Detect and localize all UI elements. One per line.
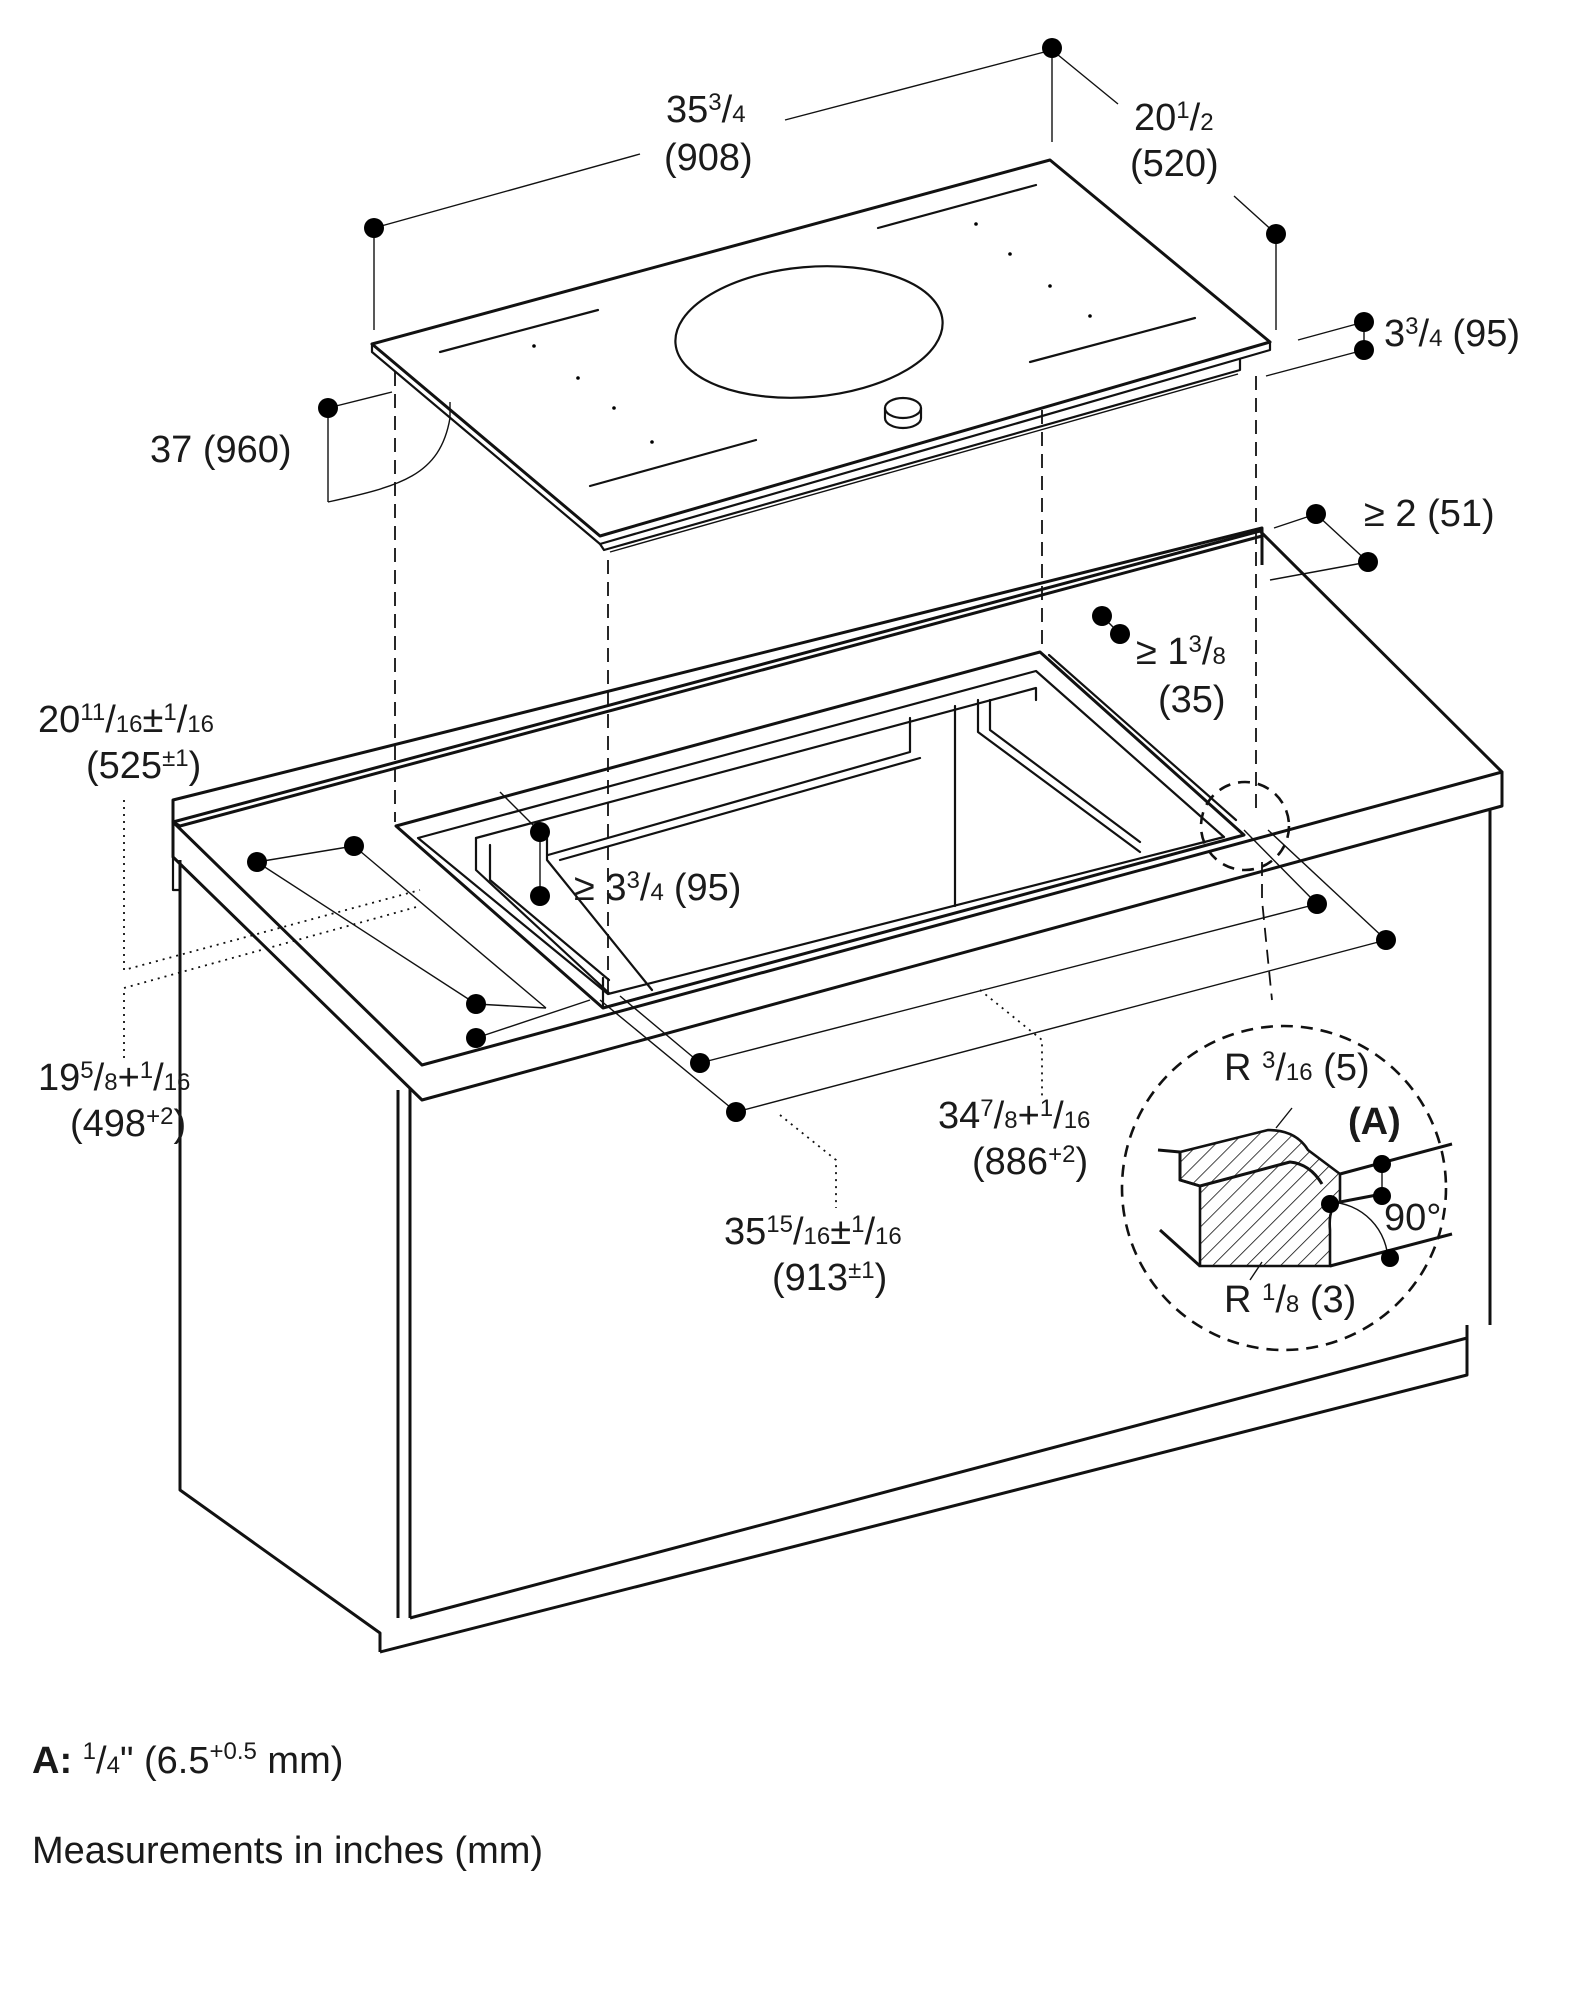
label-cooktop-height: 33/4(95) — [1384, 313, 1520, 355]
label-cooktop-depth-mm: (520) — [1130, 143, 1219, 185]
countertop-edge — [171, 772, 1504, 1102]
edge-front-top — [1157, 1148, 1181, 1154]
edge-front-bottom — [1158, 1228, 1202, 1268]
rail-right — [976, 698, 1142, 854]
dotted-leaders — [123, 800, 1043, 1208]
cabinet-plinth — [379, 1338, 1469, 1654]
label-front-depth: 37 (960) — [150, 429, 292, 471]
cooktop-edge — [370, 340, 1272, 546]
cutout-inner-left-3 — [545, 828, 654, 992]
dimension-lines — [256, 49, 1387, 1113]
cooktop-frame — [598, 358, 1242, 552]
label-radius-top: R 3/16 (5) — [1224, 1047, 1370, 1089]
label-recess-depth-mm: (525±1) — [86, 745, 201, 787]
zone-mark-4 — [1028, 316, 1197, 364]
recess-ledge — [416, 669, 1226, 996]
edge-profile-top — [1178, 1152, 1201, 1188]
note-units: Measurements in inches (mm) — [32, 1830, 544, 1872]
note-a: A: 1/4" (6.5+0.5 mm) — [32, 1738, 344, 1783]
label-cutout-width: 347/8+1/16 — [938, 1095, 1090, 1137]
cutout — [394, 650, 1246, 1010]
projection-lines — [394, 372, 1291, 1001]
label-radius-bottom: R 1/8 (3) — [1224, 1279, 1356, 1321]
cutout-inner-left — [474, 836, 611, 995]
recess-right-inner — [1047, 653, 1238, 822]
label-front-clearance: ≥ 33/4(95) — [574, 867, 741, 909]
edge-ledge-line — [1339, 1142, 1453, 1176]
detail-leader — [1261, 862, 1273, 1001]
label-side-clearance-mm: (35) — [1158, 679, 1226, 721]
label-cutout-depth-mm: (498+2) — [70, 1103, 186, 1145]
zone-dots — [532, 222, 1092, 444]
detail-callout-circle — [1199, 780, 1291, 872]
r-bottom-leader — [1249, 1261, 1263, 1281]
detail-circle — [1120, 1024, 1448, 1352]
edge-profile-inner — [1199, 1160, 1324, 1188]
cooktop-frame-lower — [609, 373, 1239, 553]
cooktop — [370, 158, 1272, 553]
zone-mark-3 — [876, 183, 1038, 230]
rail-left-2 — [558, 756, 922, 862]
label-cutout-depth: 195/8+1/16 — [38, 1057, 190, 1099]
backsplash-front — [172, 534, 1264, 828]
backsplash — [171, 526, 1264, 822]
zone-mark-2 — [588, 438, 758, 488]
cabinet — [171, 526, 1504, 1654]
control-knob-side — [883, 406, 923, 430]
edge-profile-section — [1178, 1128, 1342, 1268]
label-cutout-width-mm: (886+2) — [972, 1141, 1088, 1183]
label-rear-clearance: ≥ 2 (51) — [1364, 493, 1495, 535]
recess-outer — [394, 650, 1246, 1010]
control-knob-icon — [883, 396, 923, 420]
label-angle: 90° — [1384, 1197, 1441, 1239]
countertop-lip — [171, 855, 182, 892]
r-top-leader — [1275, 1107, 1293, 1129]
label-recess-width: 3515/16±1/16 — [724, 1211, 902, 1253]
cutout-inner-left-2 — [488, 843, 611, 982]
label-recess-width-mm: (913±1) — [772, 1257, 887, 1299]
cabinet-side — [178, 860, 382, 1652]
cabinet-front-base — [409, 1325, 1469, 1620]
label-marker-a: (A) — [1348, 1101, 1401, 1143]
dimension-labels: 353/4 (908) 201/2 (520) 33/4(95) 37 (960… — [38, 89, 1520, 1321]
label-recess-depth: 2011/16±1/16 — [38, 699, 214, 741]
edge-detail — [1120, 1024, 1453, 1352]
dimension-dots — [247, 38, 1396, 1122]
cooktop-wok-zone — [674, 265, 944, 399]
label-cooktop-depth: 201/2 — [1134, 97, 1214, 139]
cutout-inner-back — [474, 686, 1038, 840]
zone-mark-1 — [438, 308, 600, 354]
rail-right-2 — [988, 698, 1142, 844]
cutout-front-corner — [601, 976, 652, 1010]
countertop-surface — [171, 529, 1504, 1067]
label-cooktop-width-mm: (908) — [664, 137, 753, 179]
label-cooktop-width: 353/4 — [666, 89, 746, 131]
rail-left — [546, 716, 912, 857]
label-side-clearance: ≥ 13/8 — [1136, 631, 1226, 673]
